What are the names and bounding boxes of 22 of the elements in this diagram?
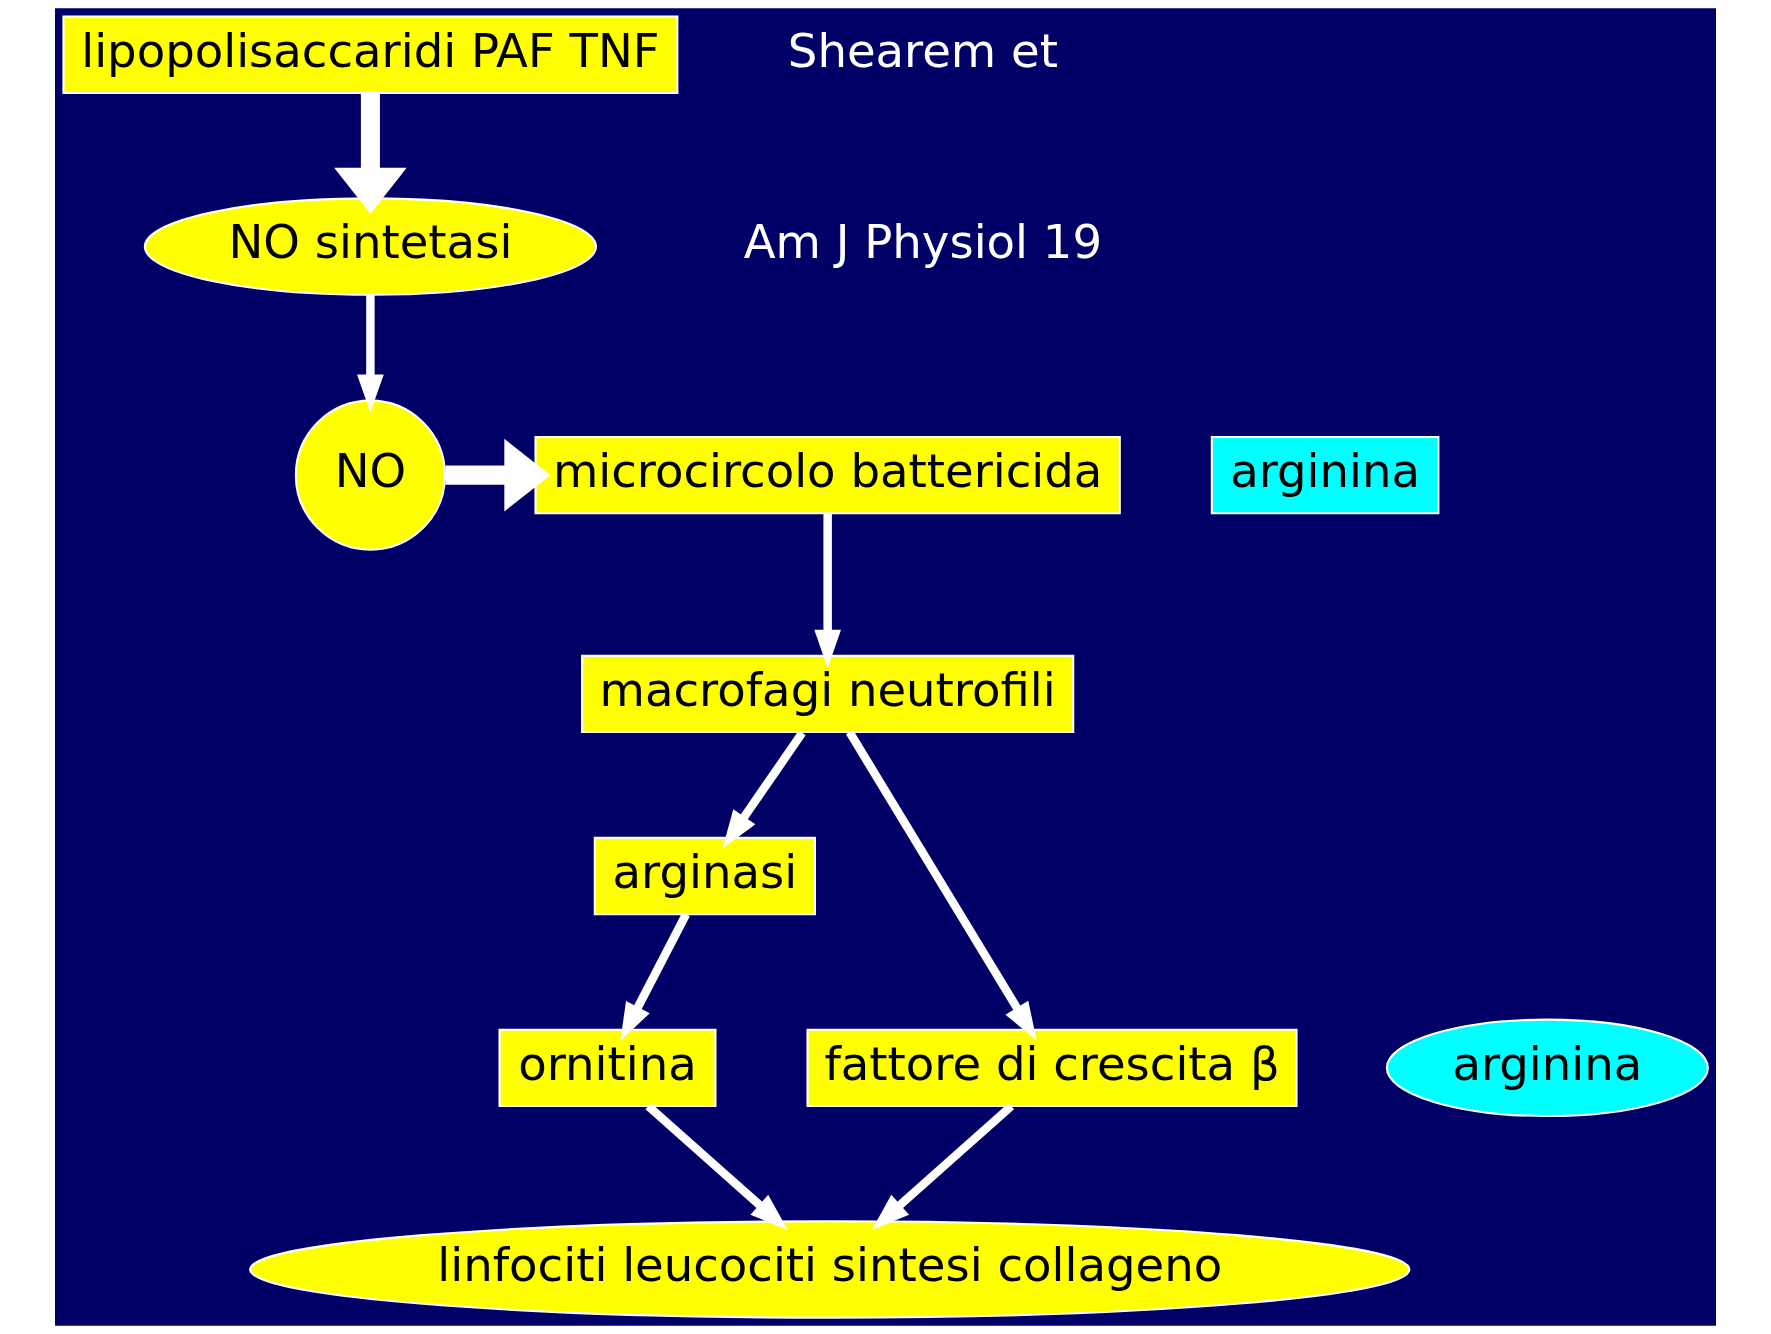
node-circle: NO xyxy=(294,399,446,551)
node-box: fattore di crescita β xyxy=(806,1028,1298,1107)
arrow xyxy=(445,438,551,512)
node-ellipse: linfociti leucociti sintesi collageno xyxy=(249,1220,1411,1319)
node-box: microcircolo battericida xyxy=(534,436,1121,515)
node-box: arginina xyxy=(1210,436,1440,515)
arrow xyxy=(845,730,1037,1041)
arrow xyxy=(357,294,384,413)
label: Am J Physiol 19 xyxy=(743,215,1103,270)
arrow xyxy=(620,912,690,1042)
node-box: arginasi xyxy=(593,836,816,916)
node-box: lipopolisaccaridi PAF TNF xyxy=(62,15,679,94)
node-ellipse: NO sintetasi xyxy=(143,197,597,296)
node-box: macrofagi neutrofili xyxy=(581,654,1075,734)
node-ellipse: arginina xyxy=(1385,1018,1709,1118)
label: Shearem et xyxy=(787,23,1058,78)
arrow xyxy=(722,730,806,849)
arrow xyxy=(814,513,842,669)
arrow xyxy=(334,93,407,214)
arrow xyxy=(645,1103,788,1231)
arrow xyxy=(871,1103,1015,1231)
node-box: ornitina xyxy=(498,1028,717,1107)
